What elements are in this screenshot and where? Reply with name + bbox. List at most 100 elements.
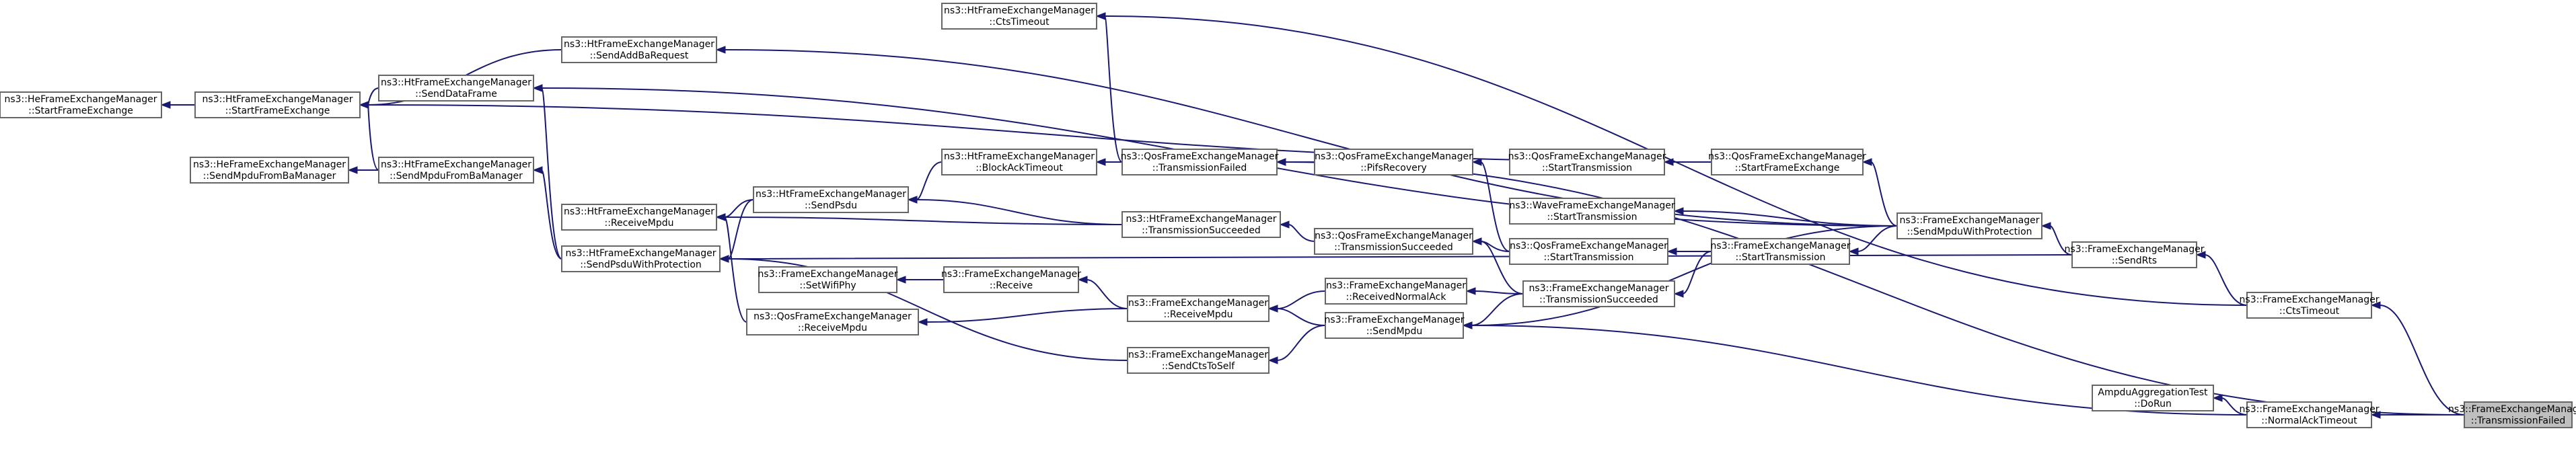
node-box: [378, 157, 534, 184]
node-method-label: ::TransmissionSucceeded: [1334, 242, 1453, 253]
node-method-label: ::ReceivedNormalAck: [1346, 292, 1447, 303]
node-class-label: ns3::HtFrameExchangeManager: [944, 5, 1095, 16]
function-node[interactable]: ns3::HeFrameExchangeManager::SendMpduFro…: [190, 157, 349, 184]
function-node[interactable]: ns3::QosFrameExchangeManager::Transmissi…: [1314, 228, 1473, 255]
node-method-label: ::StartFrameExchange: [1735, 163, 1840, 173]
arrowhead: [359, 101, 369, 109]
arrowhead: [917, 318, 928, 326]
function-node[interactable]: ns3::HtFrameExchangeManager::SendAddBaRe…: [561, 36, 717, 63]
arrowhead: [1276, 158, 1286, 166]
node-class-label: ns3::FrameExchangeManager: [1128, 298, 1268, 309]
function-node[interactable]: ns3::FrameExchangeManager::SendRts: [2065, 241, 2205, 268]
function-node[interactable]: ns3::HtFrameExchangeManager::ReceiveMpdu: [561, 204, 717, 231]
function-node[interactable]: ns3::HtFrameExchangeManager::SendMpduFro…: [378, 157, 534, 184]
node-class-label: ns3::FrameExchangeManager: [2448, 404, 2576, 415]
function-node[interactable]: ns3::FrameExchangeManager::ReceiveMpdu: [1127, 295, 1269, 322]
function-node[interactable]: ns3::HtFrameExchangeManager::SendPsduWit…: [561, 245, 721, 272]
node-method-label: ::SendDataFrame: [415, 89, 497, 100]
function-node[interactable]: ns3::FrameExchangeManager::StartTransmis…: [1711, 238, 1851, 265]
function-node[interactable]: ns3::FrameExchangeManager::NormalAckTime…: [2240, 401, 2380, 428]
function-node[interactable]: ns3::WaveFrameExchangeManager::StartTran…: [1509, 198, 1675, 225]
node-method-label: ::TransmissionFailed: [2471, 415, 2566, 426]
function-node[interactable]: ns3::FrameExchangeManager::TransmissionS…: [1522, 280, 1675, 307]
function-node[interactable]: ns3::FrameExchangeManager::Receive: [941, 266, 1081, 293]
node-class-label: AmpduAggregationTest: [2098, 387, 2208, 398]
call-edge: [1673, 251, 1712, 298]
node-method-label: ::StartFrameExchange: [225, 106, 330, 116]
function-node[interactable]: ns3::FrameExchangeManager::ReceivedNorma…: [1325, 278, 1467, 305]
node-class-label: ns3::QosFrameExchangeManager: [1510, 241, 1668, 251]
function-node[interactable]: ns3::HtFrameExchangeManager::CtsTimeout: [941, 3, 1097, 30]
function-node[interactable]: ns3::FrameExchangeManager::SendMpdu: [1325, 312, 1465, 339]
arrowhead: [532, 166, 543, 174]
call-edge: [1077, 276, 1128, 309]
node-box: [2246, 292, 2372, 319]
node-method-label: ::SendRts: [2112, 255, 2157, 266]
node-method-label: ::StartFrameExchange: [28, 106, 133, 116]
function-node[interactable]: ns3::HtFrameExchangeManager::BlockAckTim…: [941, 149, 1097, 175]
node-method-label: ::PifsRecovery: [1360, 163, 1427, 173]
call-edge: [532, 166, 562, 260]
function-node[interactable]: ns3::QosFrameExchangeManager::StartTrans…: [1508, 149, 1666, 175]
node-class-label: ns3::HtFrameExchangeManager: [1126, 214, 1277, 225]
node-method-label: ::SendMpduFromBaManager: [203, 171, 336, 182]
arrowhead: [1465, 287, 1476, 295]
node-method-label: ::TransmissionSucceeded: [1142, 225, 1261, 236]
root-function-node[interactable]: ns3::FrameExchangeManager::TransmissionF…: [2448, 401, 2576, 428]
node-box: [2464, 401, 2573, 428]
call-edge: [1276, 158, 1315, 166]
node-class-label: ns3::FrameExchangeManager: [1529, 283, 1669, 294]
function-node[interactable]: ns3::FrameExchangeManager::SendMpduWithP…: [1897, 212, 2043, 239]
node-class-label: ns3::HtFrameExchangeManager: [564, 39, 714, 50]
call-edge: [1462, 293, 1524, 329]
call-edge: [1279, 221, 1315, 242]
node-method-label: ::ReceiveMpdu: [798, 323, 867, 333]
arrowhead: [1095, 12, 1106, 20]
function-node[interactable]: ns3::HtFrameExchangeManager::SendPsdu: [753, 186, 909, 213]
function-node[interactable]: ns3::QosFrameExchangeManager::Transmissi…: [1121, 149, 1279, 175]
node-class-label: ns3::QosFrameExchangeManager: [1315, 231, 1473, 241]
node-box: [1127, 347, 1269, 374]
node-box: [1509, 198, 1675, 225]
function-node[interactable]: ns3::FrameExchangeManager::CtsTimeout: [2240, 292, 2380, 319]
call-edge: [2370, 301, 2465, 415]
function-node[interactable]: ns3::QosFrameExchangeManager::StartTrans…: [1509, 238, 1668, 265]
node-method-label: ::ReceiveMpdu: [1164, 309, 1233, 320]
arrowhead: [1848, 247, 1859, 255]
function-node[interactable]: ns3::QosFrameExchangeManager::StartFrame…: [1708, 149, 1866, 175]
function-node[interactable]: ns3::QosFrameExchangeManager::PifsRecove…: [1314, 149, 1473, 175]
function-node[interactable]: ns3::HtFrameExchangeManager::Transmissio…: [1121, 211, 1281, 238]
node-box: [2246, 401, 2372, 428]
call-edge: [1848, 225, 1898, 255]
node-method-label: ::StartTransmission: [1547, 212, 1637, 223]
call-edge: [2195, 251, 2248, 306]
function-node[interactable]: ns3::FrameExchangeManager::SetWifiPhy: [758, 266, 898, 293]
node-method-label: ::Receive: [990, 280, 1033, 291]
call-edge: [715, 213, 747, 323]
function-node[interactable]: ns3::HeFrameExchangeManager::StartFrameE…: [0, 91, 162, 118]
call-edge: [1666, 247, 1712, 255]
node-method-label: ::SendCtsToSelf: [1162, 361, 1235, 372]
node-class-label: ns3::FrameExchangeManager: [1711, 241, 1851, 251]
node-box: [941, 149, 1097, 175]
node-class-label: ns3::FrameExchangeManager: [2240, 404, 2380, 415]
node-class-label: ns3::FrameExchangeManager: [758, 269, 898, 280]
node-class-label: ns3::WaveFrameExchangeManager: [1509, 200, 1675, 211]
node-box: [1509, 149, 1665, 175]
arrowhead: [1462, 321, 1473, 329]
node-class-label: ns3::HtFrameExchangeManager: [944, 151, 1095, 162]
node-class-label: ns3::FrameExchangeManager: [2065, 244, 2205, 255]
function-node[interactable]: ns3::FrameExchangeManager::SendCtsToSelf: [1127, 347, 1269, 374]
node-method-label: ::SendMpdu: [1366, 326, 1422, 337]
call-edge: [1673, 207, 1898, 227]
function-node[interactable]: ns3::HtFrameExchangeManager::SendDataFra…: [378, 75, 534, 102]
arrowhead: [1673, 290, 1684, 298]
arrowhead: [1666, 247, 1677, 255]
function-node[interactable]: ns3::HtFrameExchangeManager::StartFrameE…: [194, 91, 361, 118]
call-edge: [1095, 158, 1122, 166]
function-node[interactable]: ns3::QosFrameExchangeManager::ReceiveMpd…: [746, 309, 919, 335]
node-class-label: ns3::FrameExchangeManager: [941, 269, 1081, 280]
call-edge: [2040, 222, 2073, 255]
call-edge: [1095, 12, 1123, 163]
function-node[interactable]: AmpduAggregationTest::DoRun: [2092, 385, 2214, 411]
